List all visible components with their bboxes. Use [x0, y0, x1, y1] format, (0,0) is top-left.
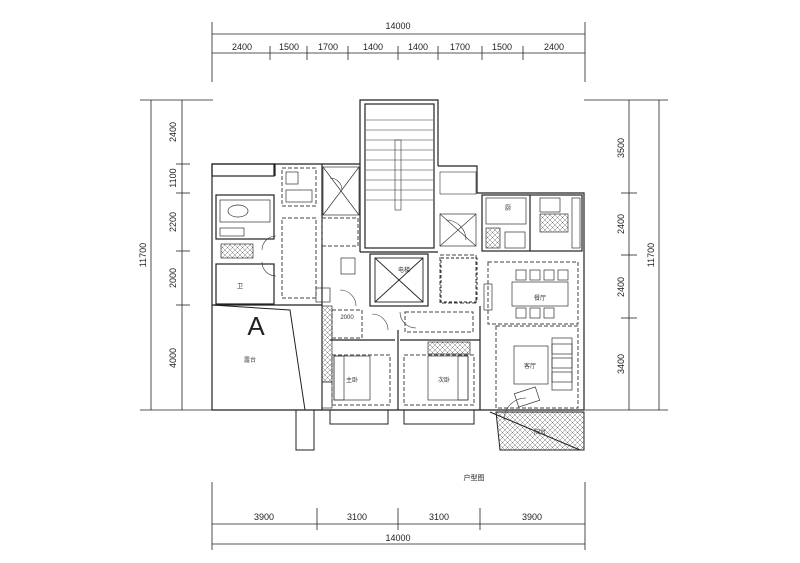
outer-walls [211, 99, 585, 411]
bottom-seg-4: 3900 [522, 512, 542, 522]
left-seg-4: 2000 [168, 268, 178, 288]
right-seg-1: 3500 [616, 138, 626, 158]
bottom-seg-3: 3100 [429, 512, 449, 522]
kitchen-label: 厨 [505, 205, 511, 212]
left-seg-3: 2200 [168, 212, 178, 232]
left-seg-5: 4000 [168, 348, 178, 368]
right-seg-2: 2400 [616, 214, 626, 234]
kitchen-counter [321, 305, 333, 383]
top-total-label: 14000 [385, 21, 410, 31]
left-total-label: 11700 [138, 243, 148, 267]
staircase [366, 119, 477, 211]
balconies [295, 409, 585, 451]
top-seg-1: 2400 [232, 42, 252, 52]
top-seg-8: 2400 [544, 42, 564, 52]
left-seg-2: 1100 [168, 168, 178, 187]
bottom-seg-2: 3100 [347, 512, 367, 522]
small-room-label: 2000 [340, 315, 354, 321]
bottom-total-label: 14000 [385, 533, 410, 543]
terrace-outline [211, 304, 306, 411]
plan-caption: 户型图 [464, 473, 485, 482]
top-seg-5: 1400 [408, 42, 428, 52]
top-seg-2: 1500 [279, 42, 299, 52]
lift-label: 电梯 [398, 266, 410, 274]
dashed-zones [281, 167, 579, 409]
right-total-label: 11700 [646, 243, 656, 267]
top-dimension [211, 22, 586, 82]
unit-mark-A: A [247, 311, 265, 341]
shafts [322, 166, 477, 247]
bedroom-2-label: 次卧 [438, 376, 450, 384]
top-seg-6: 1700 [450, 42, 470, 52]
dining-label: 餐厅 [534, 294, 546, 302]
dining-set [483, 269, 569, 319]
bath-label: 卫 [237, 283, 243, 290]
top-seg-7: 1500 [492, 42, 512, 52]
counter-end [321, 381, 333, 409]
wardrobe [427, 341, 471, 355]
top-seg-4: 1400 [363, 42, 383, 52]
bath-fixtures [219, 171, 581, 303]
right-seg-4: 3400 [616, 354, 626, 374]
left-seg-1: 2400 [168, 122, 178, 142]
bedroom-1-label: 主卧 [346, 376, 358, 384]
bottom-dimension [211, 482, 586, 550]
lift-core [374, 257, 478, 303]
door-swings [261, 177, 527, 421]
left-dimension [140, 99, 213, 411]
right-dimension [584, 99, 668, 411]
terrace-label: 露台 [244, 356, 256, 364]
top-seg-3: 1700 [318, 42, 338, 52]
beds [333, 355, 469, 401]
sofa-set [513, 337, 573, 408]
balcony-label: 阳台 [534, 428, 546, 436]
right-seg-3: 2400 [616, 277, 626, 297]
bottom-seg-1: 3900 [254, 512, 274, 522]
living-label: 客厅 [524, 362, 536, 370]
